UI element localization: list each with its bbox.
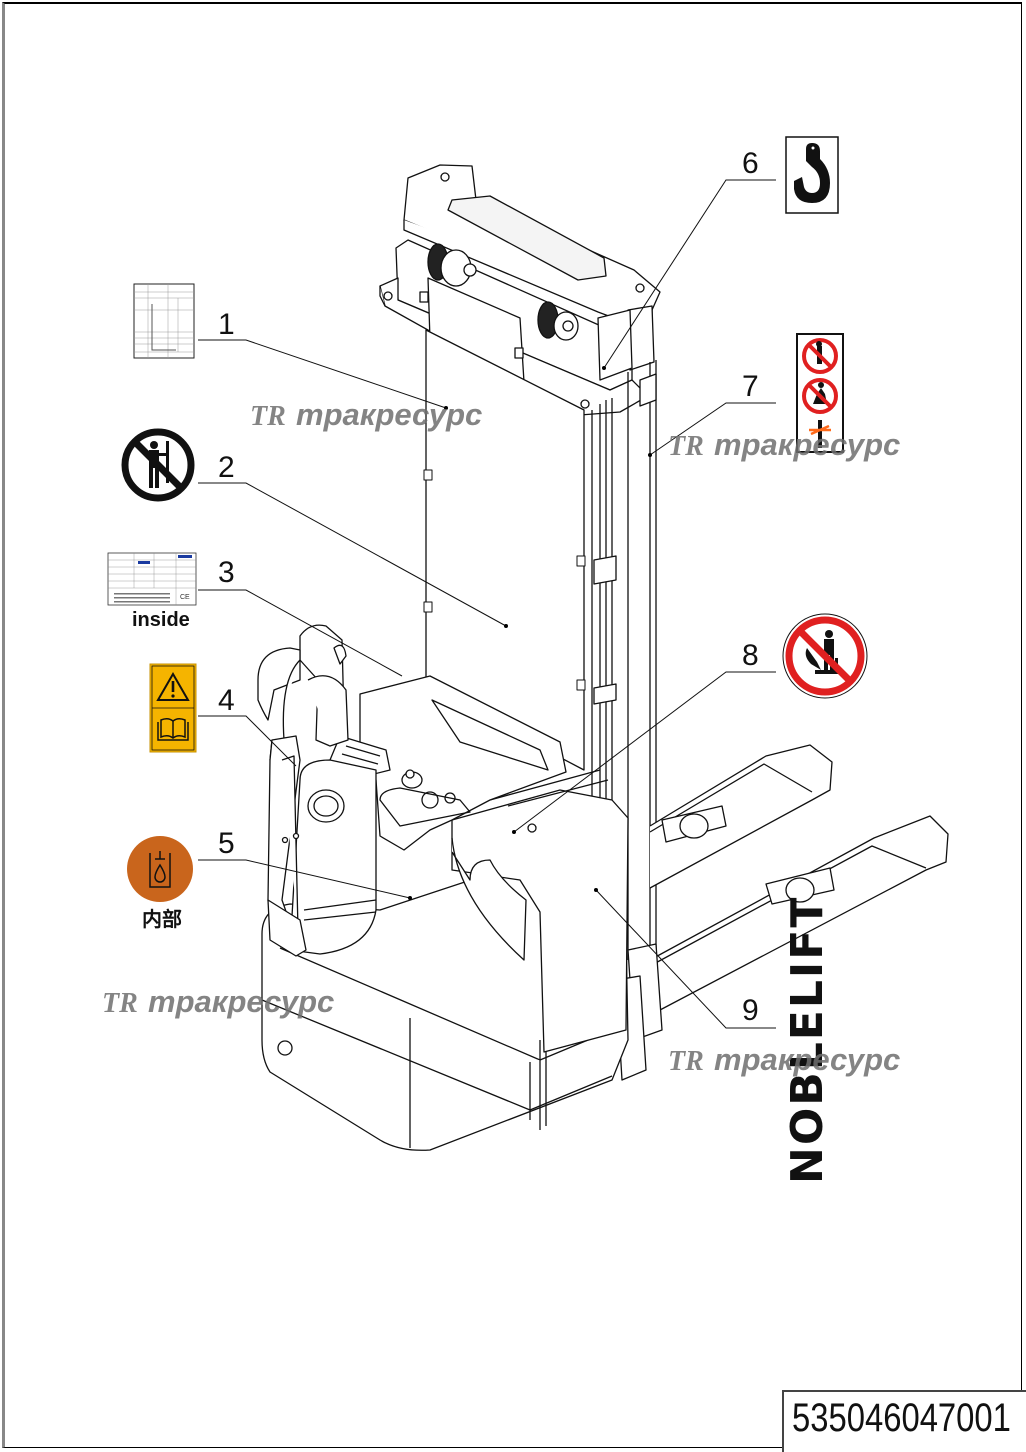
brand-decal-icon: NOBLELIFT [782, 896, 833, 1184]
svg-text:TR: TR [668, 431, 704, 462]
watermark-2: TR тракресурс [668, 427, 900, 462]
leader-4 [198, 715, 297, 767]
leader-7 [648, 402, 776, 457]
no-riding-sign-icon [782, 613, 868, 699]
watermarks: TR тракресурс TR тракресурс TR тракресур… [102, 397, 900, 1077]
svg-text:TR: TR [102, 988, 138, 1019]
pallet-stacker-drawing [257, 164, 949, 1151]
tiller-handle [257, 624, 349, 957]
hydraulic-oil-icon [127, 836, 193, 902]
mast-warning-icon [796, 333, 844, 453]
watermark-4: TR тракресурс [668, 1042, 900, 1077]
callout-number-3: 3 [218, 556, 235, 589]
leader-5 [198, 859, 412, 900]
warning-read-manual-icon [149, 663, 197, 753]
callout-number-7: 7 [742, 370, 759, 403]
svg-text:тракресурс: тракресурс [714, 427, 900, 462]
svg-text:TR: TR [250, 401, 286, 432]
callout-number-6: 6 [742, 147, 759, 180]
svg-text:TR: TR [668, 1046, 704, 1077]
callout-number-1: 1 [218, 308, 235, 341]
leader-3 [198, 589, 403, 677]
leader-1 [198, 339, 448, 410]
hook-icon [785, 136, 839, 214]
callout-number-8: 8 [742, 639, 759, 672]
brand-name: NOBLELIFT [782, 896, 833, 1184]
svg-text:тракресурс: тракресурс [714, 1042, 900, 1077]
leader-6 [602, 179, 776, 370]
leader-2 [198, 482, 508, 628]
svg-text:CE: CE [180, 594, 190, 601]
nameplate-inside-note: inside [132, 609, 190, 631]
leader-8 [512, 671, 776, 834]
watermark-1: TR тракресурс [250, 397, 482, 432]
callout-number-4: 4 [218, 684, 235, 717]
document-number: 535046047001 [792, 1396, 1011, 1440]
callout-number-5: 5 [218, 827, 235, 860]
callout-number-9: 9 [742, 994, 759, 1027]
callout-number-2: 2 [218, 451, 235, 484]
forks [649, 744, 949, 1011]
callout-numbers: 1 2 3 4 5 6 7 8 9 [218, 147, 759, 1027]
oil-inside-note: 内部 [142, 907, 182, 931]
document-number-box: 535046047001 [782, 1390, 1026, 1452]
leader-lines [198, 179, 776, 1029]
chassis [261, 675, 629, 1151]
mast-head [379, 164, 661, 416]
svg-text:тракресурс: тракресурс [148, 984, 334, 1019]
no-persons-sign-icon [121, 428, 195, 502]
nameplate-icon: CE [107, 552, 197, 606]
svg-text:тракресурс: тракресурс [296, 397, 482, 432]
leader-9 [594, 888, 776, 1029]
watermark-3: TR тракресурс [102, 984, 334, 1019]
load-chart-label-icon [133, 283, 195, 359]
